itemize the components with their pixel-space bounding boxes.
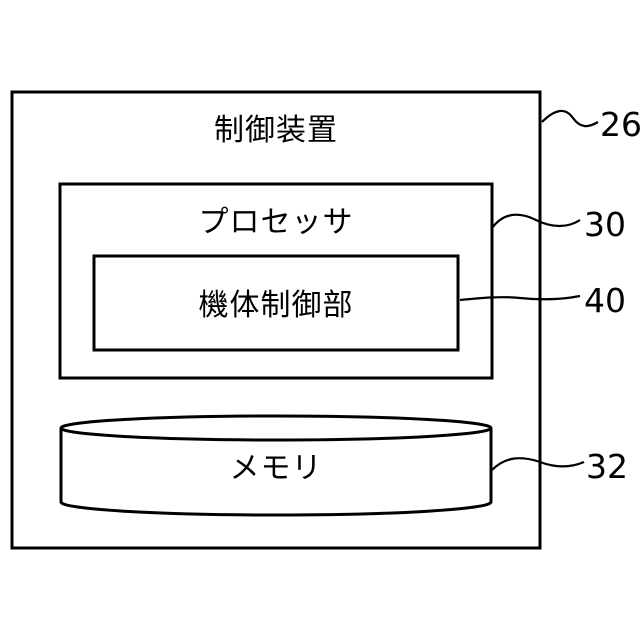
ref-numeral-40: 40 <box>584 281 626 320</box>
memory-cylinder-top <box>61 416 491 440</box>
ref-numeral-32: 32 <box>586 447 628 486</box>
control-device-label: 制御装置 <box>214 113 338 148</box>
memory-label: メモリ <box>230 451 323 486</box>
leader-line-26 <box>542 111 598 126</box>
airframe-control-unit-label: 機体制御部 <box>199 288 354 323</box>
processor-label: プロセッサ <box>199 205 354 240</box>
ref-numeral-30: 30 <box>584 205 626 244</box>
ref-numeral-26: 26 <box>600 105 640 144</box>
